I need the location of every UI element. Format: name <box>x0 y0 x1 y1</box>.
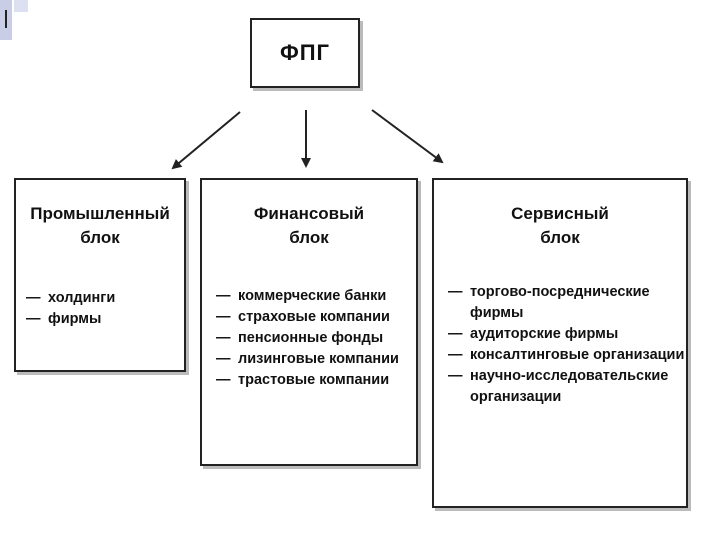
list-item: — аудиторские фирмы <box>448 324 686 345</box>
list-item: — лизинговые компании <box>216 349 416 370</box>
list-item: — коммерческие банки <box>216 286 416 307</box>
list-item-text: коммерческие банки <box>238 288 387 304</box>
block-title-line: Финансовый <box>253 204 365 223</box>
block-title-line: Промышленный <box>30 204 170 223</box>
block-title-line: блок <box>80 228 120 247</box>
list-marker: — <box>448 284 463 300</box>
list-item: — пенсионные фонды <box>216 328 416 349</box>
list-item-text: торгово-посреднические фирмы <box>470 284 650 321</box>
service-block: Сервисный блок — торгово-посреднические ф… <box>432 178 688 508</box>
list-item-text: холдинги <box>48 290 116 306</box>
decor-square <box>14 0 28 12</box>
list-marker: — <box>216 351 231 367</box>
list-item-text: консалтинговые организации <box>470 347 685 363</box>
list-marker: — <box>26 311 41 327</box>
list-item: — фирмы <box>26 309 184 330</box>
corner-decoration <box>0 0 40 50</box>
list-item-text: научно-исследовательские организации <box>470 368 669 405</box>
root-label: ФПГ <box>279 40 331 65</box>
list-marker: — <box>216 330 231 346</box>
block-title-line: блок <box>540 228 580 247</box>
list-item-text: пенсионные фонды <box>238 330 384 346</box>
list-item-text: фирмы <box>48 311 102 327</box>
list-item-text: лизинговые компании <box>238 351 399 367</box>
block-item-list: —коммерческие банки —страховые компании … <box>216 286 416 391</box>
industrial-block: Промышленный блок — холдинги — фирмы <box>14 178 186 372</box>
list-marker: — <box>216 288 231 304</box>
financial-block: Финансовый блок — коммерческие банки — стр… <box>200 178 418 466</box>
list-item: — консалтинговые организации <box>448 345 686 366</box>
block-title: Сервисный блок <box>434 202 686 250</box>
block-title: Промышленный блок <box>16 202 184 250</box>
block-title-line: Сервисный <box>511 204 609 223</box>
block-item-list: — холдинги — фирмы <box>26 288 184 330</box>
list-marker: — <box>216 309 231 325</box>
block-title: Финансовый блок <box>202 202 416 250</box>
list-marker: — <box>26 290 41 306</box>
list-item: — торгово-посреднические фирмы <box>448 282 686 324</box>
list-marker: — <box>216 372 231 388</box>
list-marker: — <box>448 347 463 363</box>
list-item: — холдинги <box>26 288 184 309</box>
list-marker: — <box>448 326 463 342</box>
decor-tick <box>5 10 7 28</box>
list-item: — трастовые компании <box>216 370 416 391</box>
arrow-to-service <box>371 109 444 164</box>
list-item-text: страховые компании <box>238 309 390 325</box>
list-item-text: трастовые компании <box>238 372 390 388</box>
list-item: — научно-исследовательские организации <box>448 366 686 408</box>
list-item: — страховые компании <box>216 307 416 328</box>
list-item-text: аудиторские фирмы <box>470 326 619 342</box>
block-item-list: — торгово-посреднические фирмы — аудиторск… <box>448 282 686 408</box>
arrow-to-industrial <box>171 111 241 170</box>
list-marker: — <box>448 368 463 384</box>
root-node: ФПГ <box>250 18 360 88</box>
block-title-line: блок <box>289 228 329 247</box>
